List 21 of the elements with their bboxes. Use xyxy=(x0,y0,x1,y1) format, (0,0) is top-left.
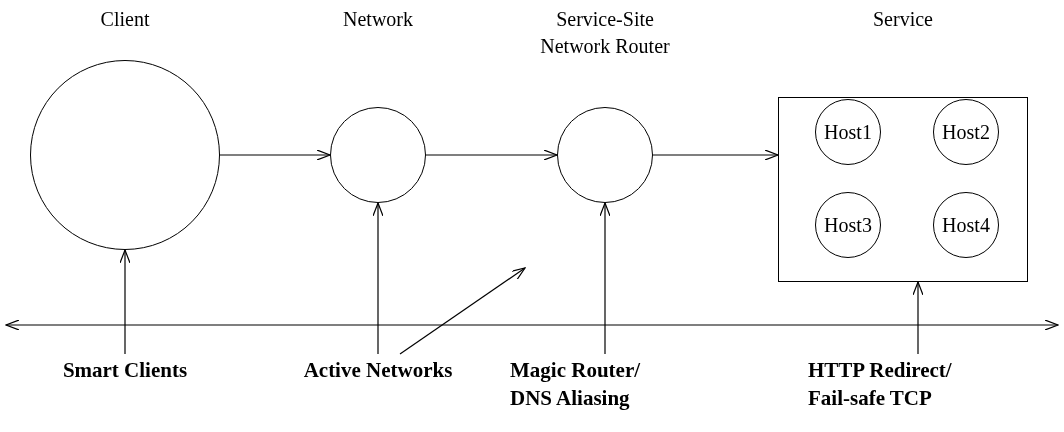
node-label: Host2 xyxy=(942,120,990,145)
service-box xyxy=(778,97,1028,282)
node-label: Host1 xyxy=(824,120,872,145)
arrow xyxy=(599,202,611,355)
arrow xyxy=(219,149,331,161)
arrow xyxy=(912,281,924,355)
annotation-label: Magic Router/ DNS Aliasing xyxy=(510,356,670,412)
arrow xyxy=(399,267,526,355)
annotation-label: Active Networks xyxy=(303,356,453,384)
node-heading: Service xyxy=(872,7,934,32)
node-heading: Service-Site Network Router xyxy=(539,7,671,59)
node-heading: Client xyxy=(99,7,151,32)
annotation-label: HTTP Redirect/ Fail-safe TCP xyxy=(808,356,978,412)
arrow xyxy=(372,202,384,355)
arrow xyxy=(119,249,131,355)
arrow xyxy=(425,149,558,161)
annotation-label: Smart Clients xyxy=(55,356,195,384)
arrow xyxy=(652,149,779,161)
node-label: Host4 xyxy=(942,213,990,238)
node-label: Host3 xyxy=(824,213,872,238)
node-heading: Network xyxy=(342,7,414,32)
